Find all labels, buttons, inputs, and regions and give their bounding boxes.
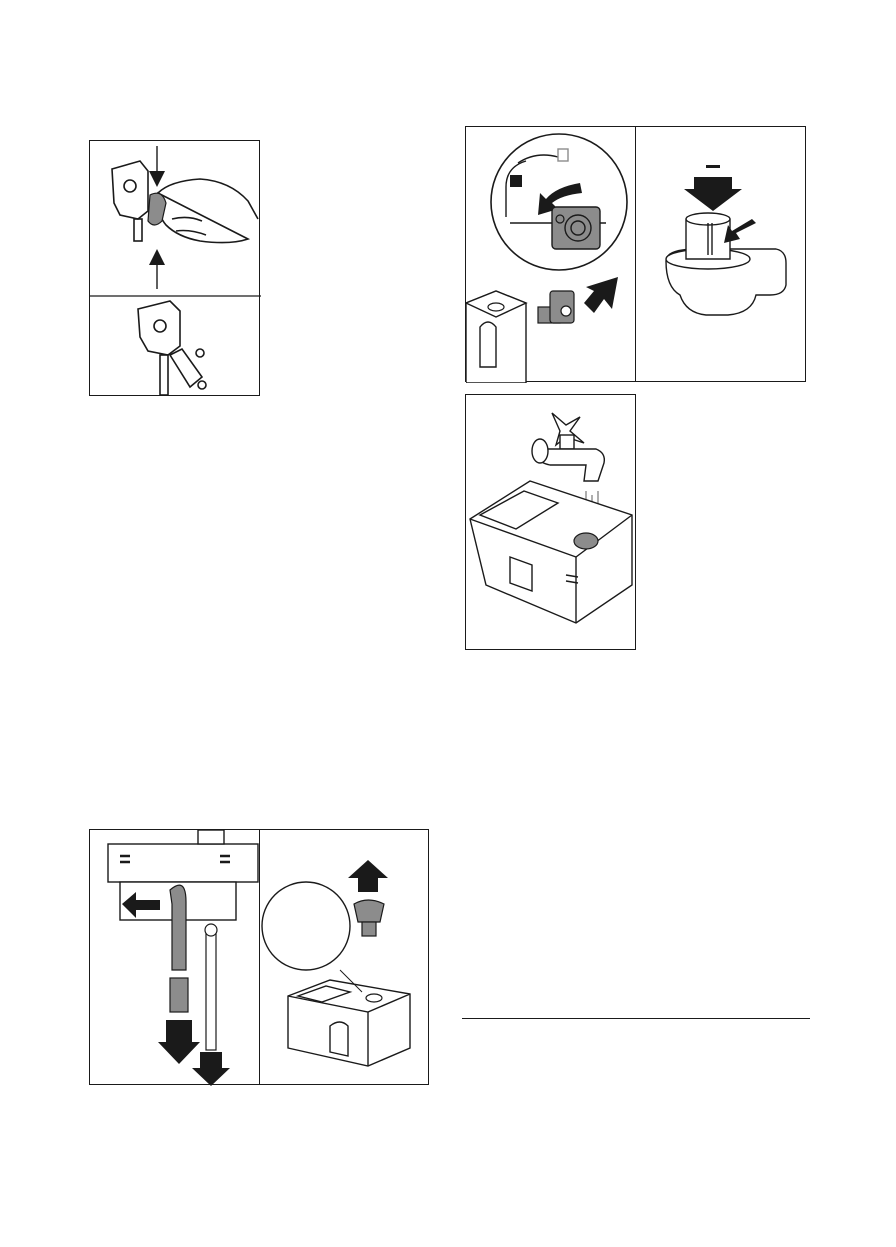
figure-filter-squeeze [89,140,260,396]
press-down-illustration [636,127,807,383]
filter-squeeze-illustration [90,141,261,397]
figure-disconnect-hoses [89,829,260,1085]
unlock-icon [510,175,522,187]
rinse-tap-illustration [466,395,637,651]
arrow-down-icon [149,146,165,187]
section-divider [462,1018,810,1019]
remove-cap-illustration [260,830,430,1086]
figure-unlock-connector [465,126,636,382]
arrow-up-icon [348,860,388,892]
figure-rinse-tap [465,394,636,650]
unlock-connector-illustration [466,127,637,383]
figure-remove-cap [259,829,429,1085]
arrow-up-icon [149,249,165,289]
arrow-out-icon [584,277,618,313]
figure-press-down [635,126,806,382]
arrow-down-icon [684,177,742,211]
disconnect-hoses-illustration [90,830,261,1086]
arrow-down-icon [158,1020,200,1064]
lock-icon [558,149,568,161]
arrow-down-icon [192,1052,230,1086]
faucet-icon [532,413,604,481]
